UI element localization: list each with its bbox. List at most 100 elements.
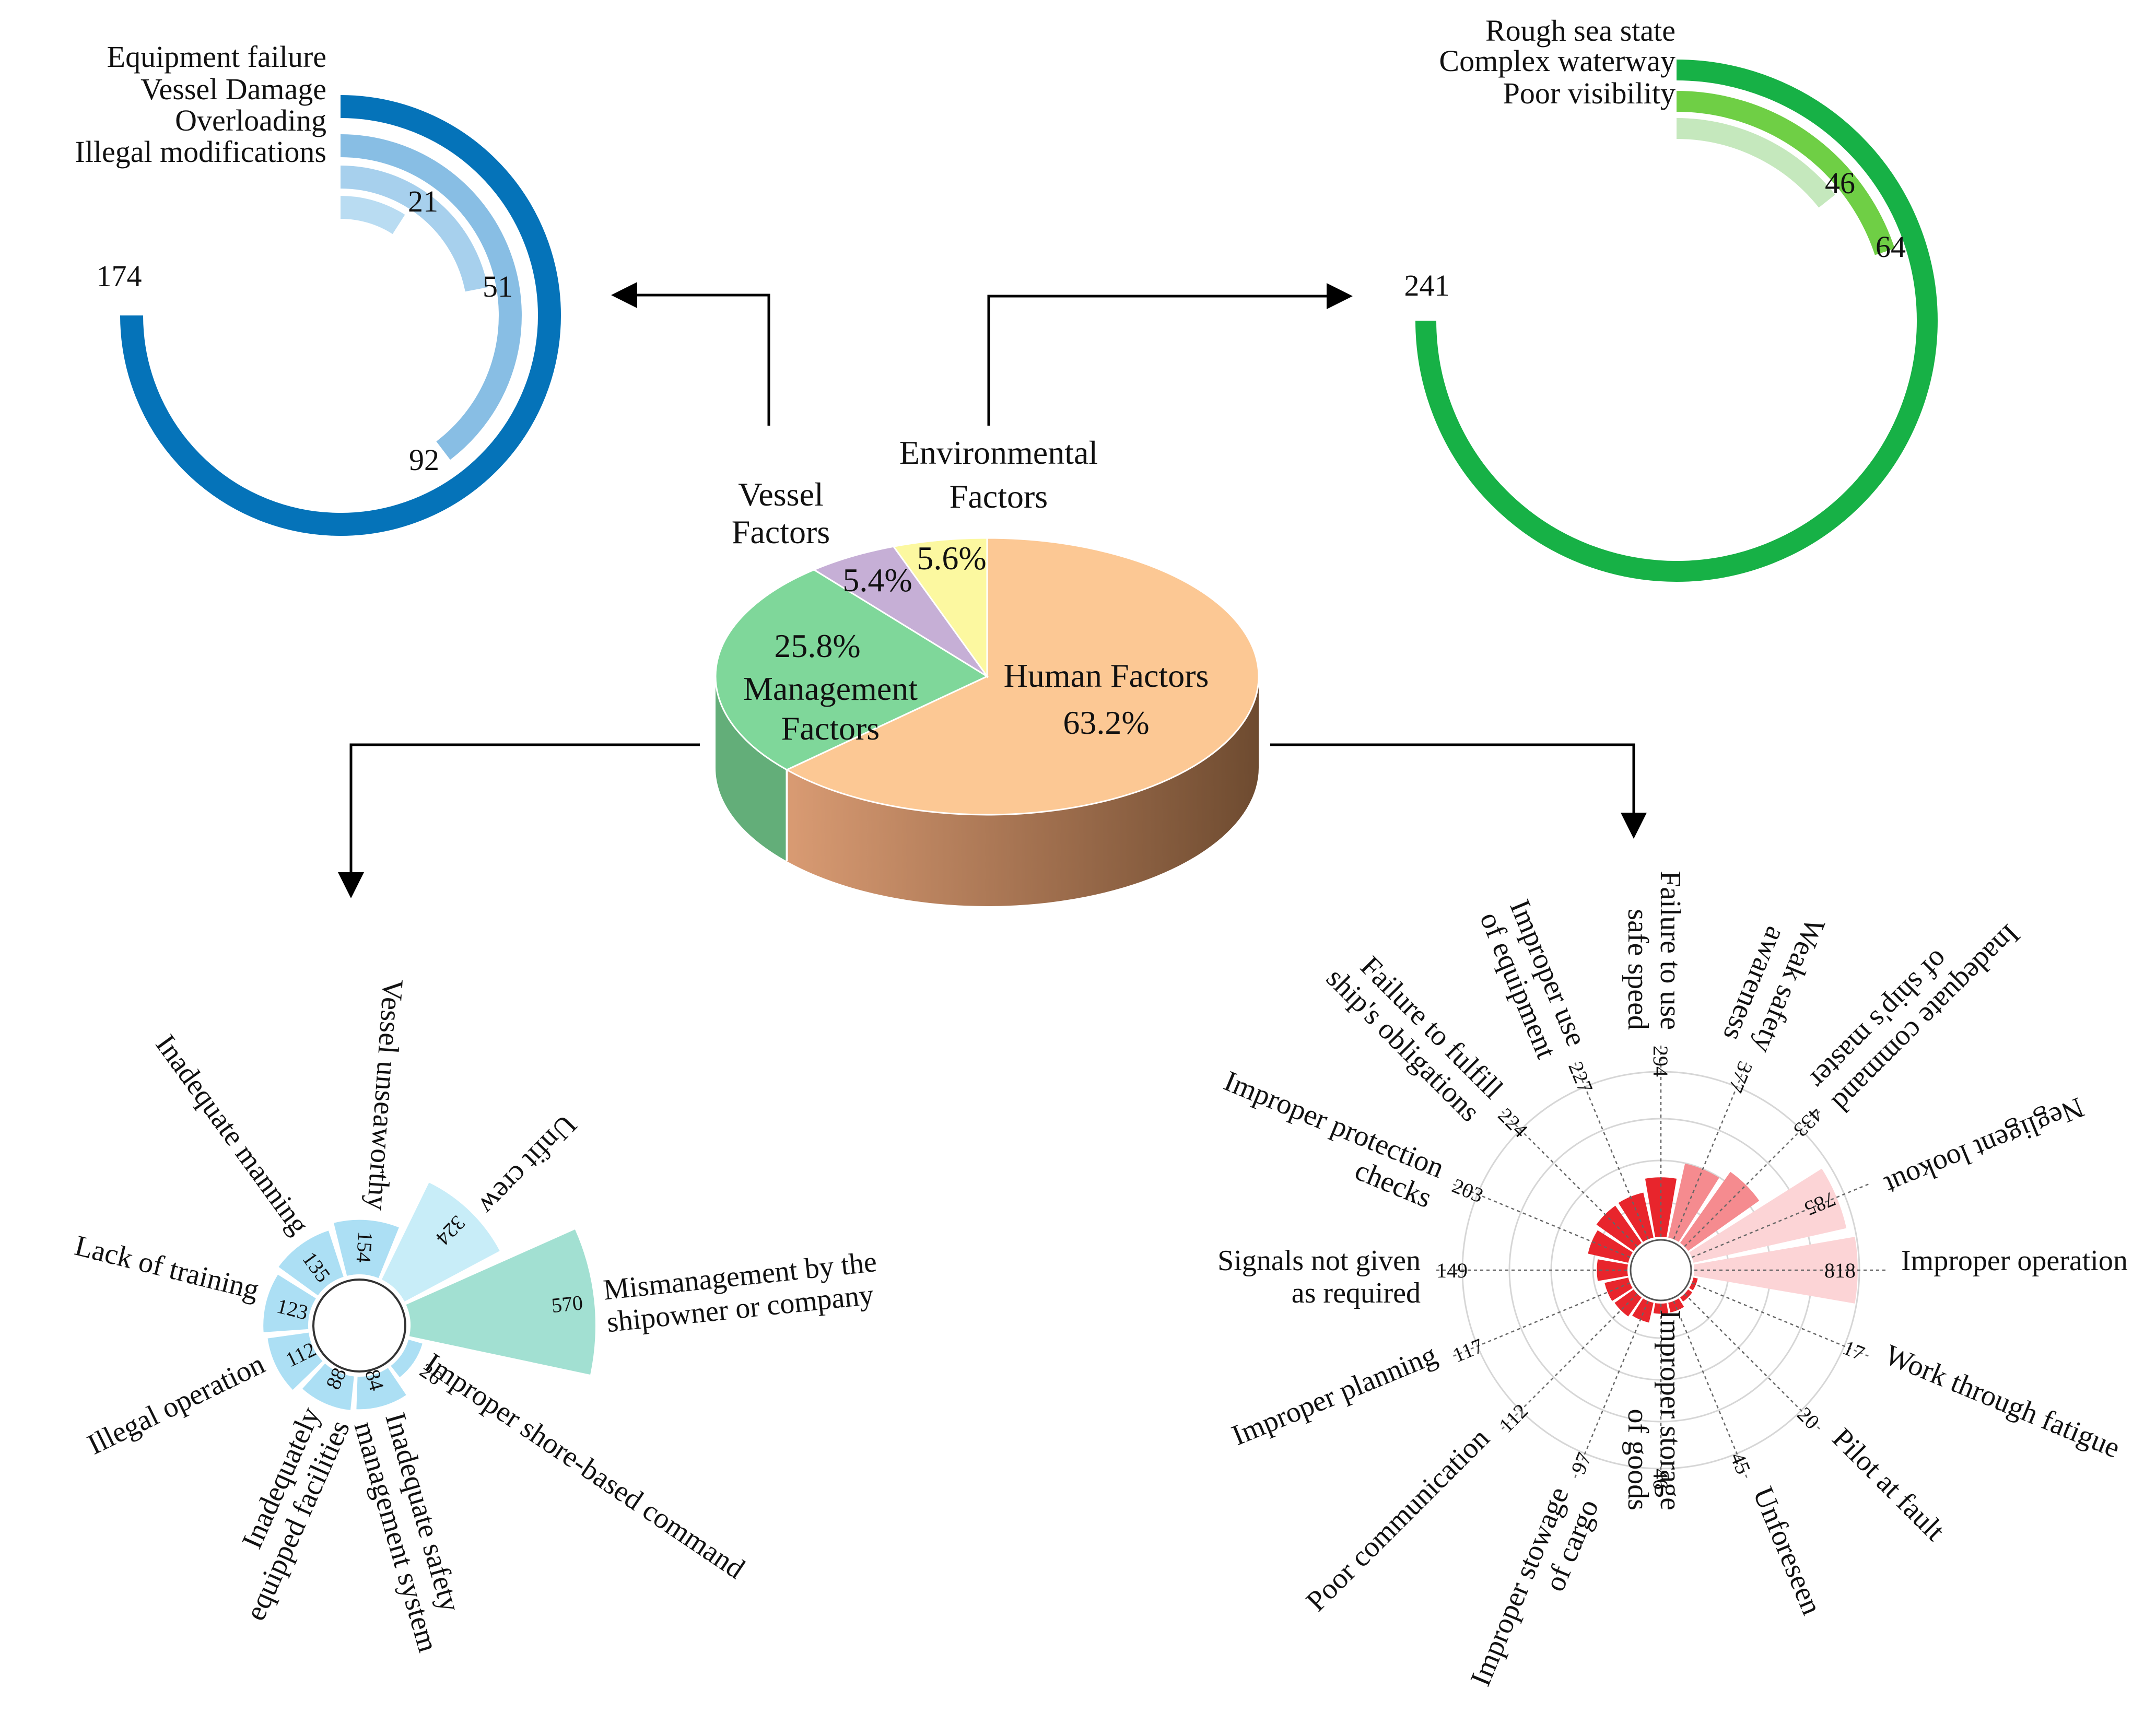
environment-arc-poor-visibility	[1676, 118, 1835, 208]
human-label-improper-planning: Improper planning	[1227, 1339, 1442, 1452]
vessel-arc-illegal-modifications	[340, 196, 405, 234]
arrow-to-management-chart	[338, 743, 700, 898]
human-value-signals-not-given-as-required: 149	[1436, 1259, 1468, 1282]
pie-slice-human-factors	[785, 537, 1260, 816]
pie-slice-vessel-factors	[812, 545, 988, 677]
management-label-inadequate-manning: Inadequate manning	[149, 1029, 315, 1240]
management-bar-inadequate-manning	[278, 1230, 344, 1296]
human-guide-line-work-through-fatigue	[1691, 1282, 1869, 1357]
human-guide-line-pilot-at-fault	[1684, 1293, 1820, 1429]
human-label-improper-stowage-of-cargo: Improper stowageof cargo	[1464, 1482, 1605, 1703]
arrow-to-vessel-chart	[611, 282, 770, 426]
human-bar-improper-planning	[1604, 1277, 1633, 1301]
management-bar-illegal-operation	[267, 1332, 323, 1390]
rose-hub	[312, 1279, 406, 1373]
human-bar-improper-stowage-of-cargo	[1632, 1298, 1654, 1323]
pie-side-human	[787, 676, 1259, 906]
vessel-arc-overloading	[340, 166, 488, 292]
management-label-inadequate-safety-management-system: Inadequate safetymanagement system	[348, 1409, 476, 1656]
pie-slice-management-factors	[714, 569, 989, 771]
vessel-value-vessel-damage: 92	[409, 443, 439, 477]
human-guide-line-unforeseen	[1673, 1300, 1748, 1478]
human-label-negligent-lookout: Negligent lookout	[1880, 1091, 2089, 1202]
management-bar-lack-of-training	[263, 1274, 316, 1332]
management-label-unfit-crew: Unfit crew	[472, 1108, 583, 1222]
human-bar-unforeseen	[1668, 1298, 1684, 1313]
human-label-failure-to-use-safe-speed: Failure to usesafe speed	[1622, 871, 1686, 1030]
human-bar-improper-protection-checks	[1588, 1230, 1633, 1263]
environment-label-complex-waterway: Complex waterway	[1439, 44, 1675, 78]
human-value-poor-communication: 112	[1494, 1399, 1532, 1437]
human-value-improper-planning: 117	[1449, 1334, 1486, 1367]
human-value-weak-safety-awareness: 377	[1724, 1058, 1757, 1096]
human-value-failure-to-fulfill-ship-s-obligations: 224	[1494, 1103, 1532, 1142]
human-label-improper-use-of-equipment: Improper useof equipment	[1473, 895, 1592, 1063]
arrow-to-environment-chart	[987, 283, 1353, 426]
human-label-improper-protection-checks: Improper protectionchecks	[1207, 1065, 1449, 1215]
human-value-work-through-fatigue: 17	[1839, 1335, 1868, 1365]
human-value-inadequate-command-of-ship-s-master: 433	[1789, 1103, 1827, 1142]
management-bar-vessel-unseaworthy	[334, 1219, 399, 1279]
management-label-mismanagement-by-the-shipowner-or-company: Mismanagement by theshipowner or company	[602, 1246, 882, 1339]
pie-value-management: 25.8%	[774, 627, 860, 664]
environment-value-poor-visibility: 46	[1825, 166, 1855, 200]
human-guide-line-improper-planning	[1453, 1282, 1631, 1357]
human-bar-improper-storage-of-goods	[1653, 1303, 1669, 1314]
human-label-inadequate-command-of-ship-s-master: Inadequate commandof ship's master	[1803, 895, 2026, 1119]
pie-label-human: Human Factors	[1004, 657, 1209, 694]
management-bar-unfit-crew	[381, 1182, 500, 1301]
human-bar-improper-use-of-equipment	[1618, 1192, 1654, 1242]
management-bar-improper-shore-based-command	[391, 1340, 423, 1377]
human-bar-weak-safety-awareness	[1668, 1163, 1719, 1242]
management-value-mismanagement-by-the-shipowner-or-company: 570	[550, 1291, 584, 1317]
human-bar-negligent-lookout	[1689, 1168, 1847, 1263]
management-label-lack-of-training: Lack of training	[72, 1229, 262, 1306]
human-label-pilot-at-fault: Pilot at fault	[1826, 1422, 1951, 1547]
human-value-improper-protection-checks: 203	[1449, 1174, 1487, 1207]
environment-arc-rough-sea-state	[1415, 60, 1938, 582]
vessel-label-equipment-failure: Equipment failure	[107, 40, 326, 74]
environment-value-complex-waterway: 64	[1876, 230, 1906, 264]
human-label-unforeseen: Unforeseen	[1747, 1482, 1828, 1619]
human-guide-line-poor-communication	[1502, 1293, 1638, 1429]
management-bar-inadequate-safety-management-system	[356, 1368, 406, 1410]
human-value-failure-to-use-safe-speed: 294	[1649, 1046, 1672, 1077]
human-value-improper-use-of-equipment: 227	[1564, 1058, 1598, 1096]
human-guide-line-improper-stowage-of-cargo	[1574, 1300, 1649, 1478]
human-value-improper-operation: 818	[1824, 1259, 1856, 1282]
pie-value-human: 63.2%	[1063, 704, 1149, 741]
pie-value-environmental: 5.6%	[917, 540, 986, 577]
human-bar-failure-to-use-safe-speed	[1645, 1177, 1677, 1237]
management-label-inadequately-equipped-facilities: Inadequatelyequipped facilities	[209, 1402, 356, 1625]
vessel-value-equipment-failure: 174	[97, 259, 142, 293]
vessel-arc-equipment-failure	[120, 95, 561, 536]
human-label-failure-to-fulfill-ship-s-obligations: Failure to fulfillship's obligations	[1320, 939, 1509, 1128]
pie-value-vessel: 5.4%	[842, 561, 912, 599]
vessel-value-illegal-modifications: 21	[408, 184, 438, 218]
environment-label-rough-sea-state: Rough sea state	[1485, 14, 1675, 48]
pie-slice-environmental-factors	[892, 537, 988, 679]
human-label-weak-safety-awareness: Weak safetyawareness	[1717, 901, 1831, 1058]
human-label-work-through-fatigue: Work through fatigue	[1880, 1339, 2125, 1464]
vessel-arc-vessel-damage	[340, 134, 522, 460]
connector-arrows	[338, 282, 1647, 898]
arrow-to-human-chart	[1270, 743, 1647, 839]
human-guide-line-improper-protection-checks	[1453, 1183, 1631, 1258]
human-rose-hub	[1630, 1239, 1692, 1301]
environment-value-rough-sea-state: 241	[1404, 268, 1450, 302]
vessel-value-overloading: 51	[483, 269, 513, 303]
management-bar-inadequately-equipped-facilities	[302, 1363, 354, 1410]
human-bar-improper-operation	[1694, 1237, 1858, 1304]
management-bar-mismanagement-by-the-shipowner-or-company	[406, 1229, 595, 1375]
human-value-improper-storage-of-goods: 46	[1649, 1469, 1672, 1490]
human-value-unforeseen: 45	[1726, 1449, 1755, 1478]
human-guide-line-failure-to-fulfill-ship-s-obligations	[1502, 1111, 1638, 1247]
management-value-vessel-unseaworthy: 154	[351, 1230, 377, 1263]
